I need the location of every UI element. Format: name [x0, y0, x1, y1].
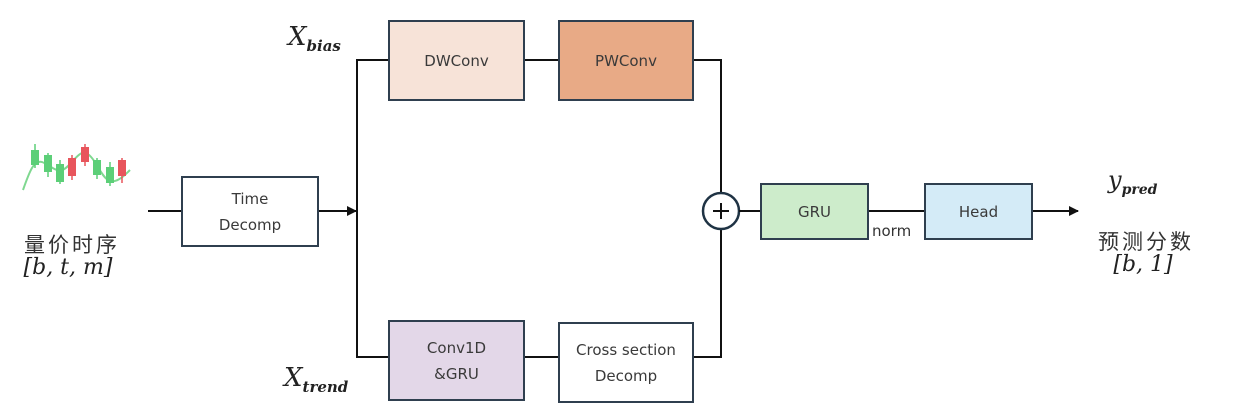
- gru-block: GRU: [760, 183, 869, 240]
- dwconv-block: DWConv: [388, 20, 525, 101]
- head-block: Head: [924, 183, 1033, 240]
- conv1d-gru-block: Conv1D &GRU: [388, 320, 525, 401]
- y-pred-label: ypred: [1108, 166, 1157, 198]
- conv1d-gru-line1: Conv1D: [426, 338, 487, 357]
- x-trend-label: Xtrend: [284, 363, 348, 396]
- y-pred-base: y: [1108, 166, 1122, 194]
- x-bias-base: X: [288, 22, 307, 52]
- head-label: Head: [958, 202, 999, 221]
- cross-section-decomp-block: Cross section Decomp: [558, 322, 694, 403]
- candlestick-chart-icon: [22, 144, 131, 191]
- x-trend-sub: trend: [302, 378, 349, 397]
- candle-body: [31, 150, 39, 165]
- input-name-label: 量价时序: [24, 233, 120, 257]
- pwconv-block: PWConv: [558, 20, 694, 101]
- cross-section-line1: Cross section: [576, 340, 676, 359]
- time-decomp-line1: Time: [231, 189, 269, 208]
- time-decomp-block: Time Decomp: [181, 176, 319, 247]
- y-pred-sub: pred: [1121, 181, 1158, 198]
- x-bias-sub: bias: [306, 37, 341, 56]
- gru-label: GRU: [797, 202, 832, 221]
- candle-body: [44, 155, 52, 172]
- candle-body: [118, 160, 126, 176]
- dwconv-label: DWConv: [424, 51, 489, 70]
- candle-body: [68, 158, 76, 176]
- norm-label: norm: [872, 222, 912, 240]
- candle-body: [93, 160, 101, 175]
- candle-body: [106, 167, 114, 183]
- x-bias-label: Xbias: [288, 22, 341, 55]
- cross-section-line2: Decomp: [594, 366, 658, 385]
- candle-body: [81, 147, 89, 162]
- x-trend-base: X: [284, 363, 303, 393]
- conv1d-gru-line2: &GRU: [434, 364, 479, 383]
- candle-body: [56, 164, 64, 182]
- input-shape-label: [b, t, m]: [23, 255, 113, 280]
- time-decomp-line2: Decomp: [218, 215, 282, 234]
- pwconv-label: PWConv: [595, 51, 657, 70]
- output-name-label: 预测分数: [1098, 230, 1194, 254]
- output-shape-label: [b, 1]: [1113, 252, 1173, 277]
